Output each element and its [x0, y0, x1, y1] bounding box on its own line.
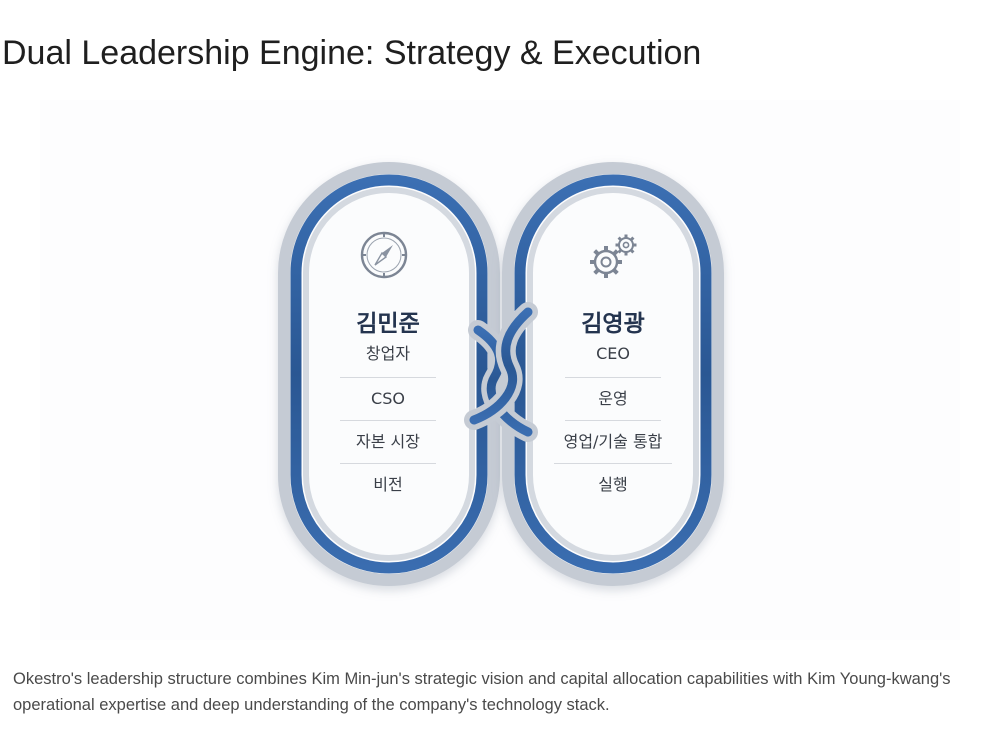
- crossover-band-blue: [473, 325, 533, 437]
- dual-loop-diagram: [278, 162, 724, 586]
- left-role-3: 자본 시장: [340, 421, 436, 464]
- left-panel: 김민준 창업자 CSO 자본 시장 비전: [320, 309, 456, 506]
- left-role-2: CSO: [340, 378, 436, 421]
- left-role-4: 비전: [373, 475, 403, 494]
- right-role-1: CEO: [565, 339, 661, 378]
- left-capsule-band: [290, 174, 488, 574]
- crossover-band-blue-2: [469, 307, 533, 425]
- gears-icon: [590, 234, 637, 278]
- left-role-1: 창업자: [340, 339, 436, 378]
- right-role-4: 실행: [598, 475, 628, 494]
- right-role-2: 운영: [565, 378, 661, 421]
- page-title: Dual Leadership Engine: Strategy & Execu…: [2, 34, 702, 72]
- right-panel: 김영광 CEO 운영 영업/기술 통합 실행: [544, 309, 682, 506]
- left-panel-name: 김민준: [356, 311, 420, 337]
- description-text: Okestro's leadership structure combines …: [13, 670, 951, 714]
- right-capsule-inner: [527, 187, 699, 561]
- right-panel-name: 김영광: [581, 311, 645, 337]
- compass-icon: [360, 231, 408, 279]
- left-capsule-inner: [303, 187, 475, 561]
- right-role-3: 영업/기술 통합: [554, 421, 672, 464]
